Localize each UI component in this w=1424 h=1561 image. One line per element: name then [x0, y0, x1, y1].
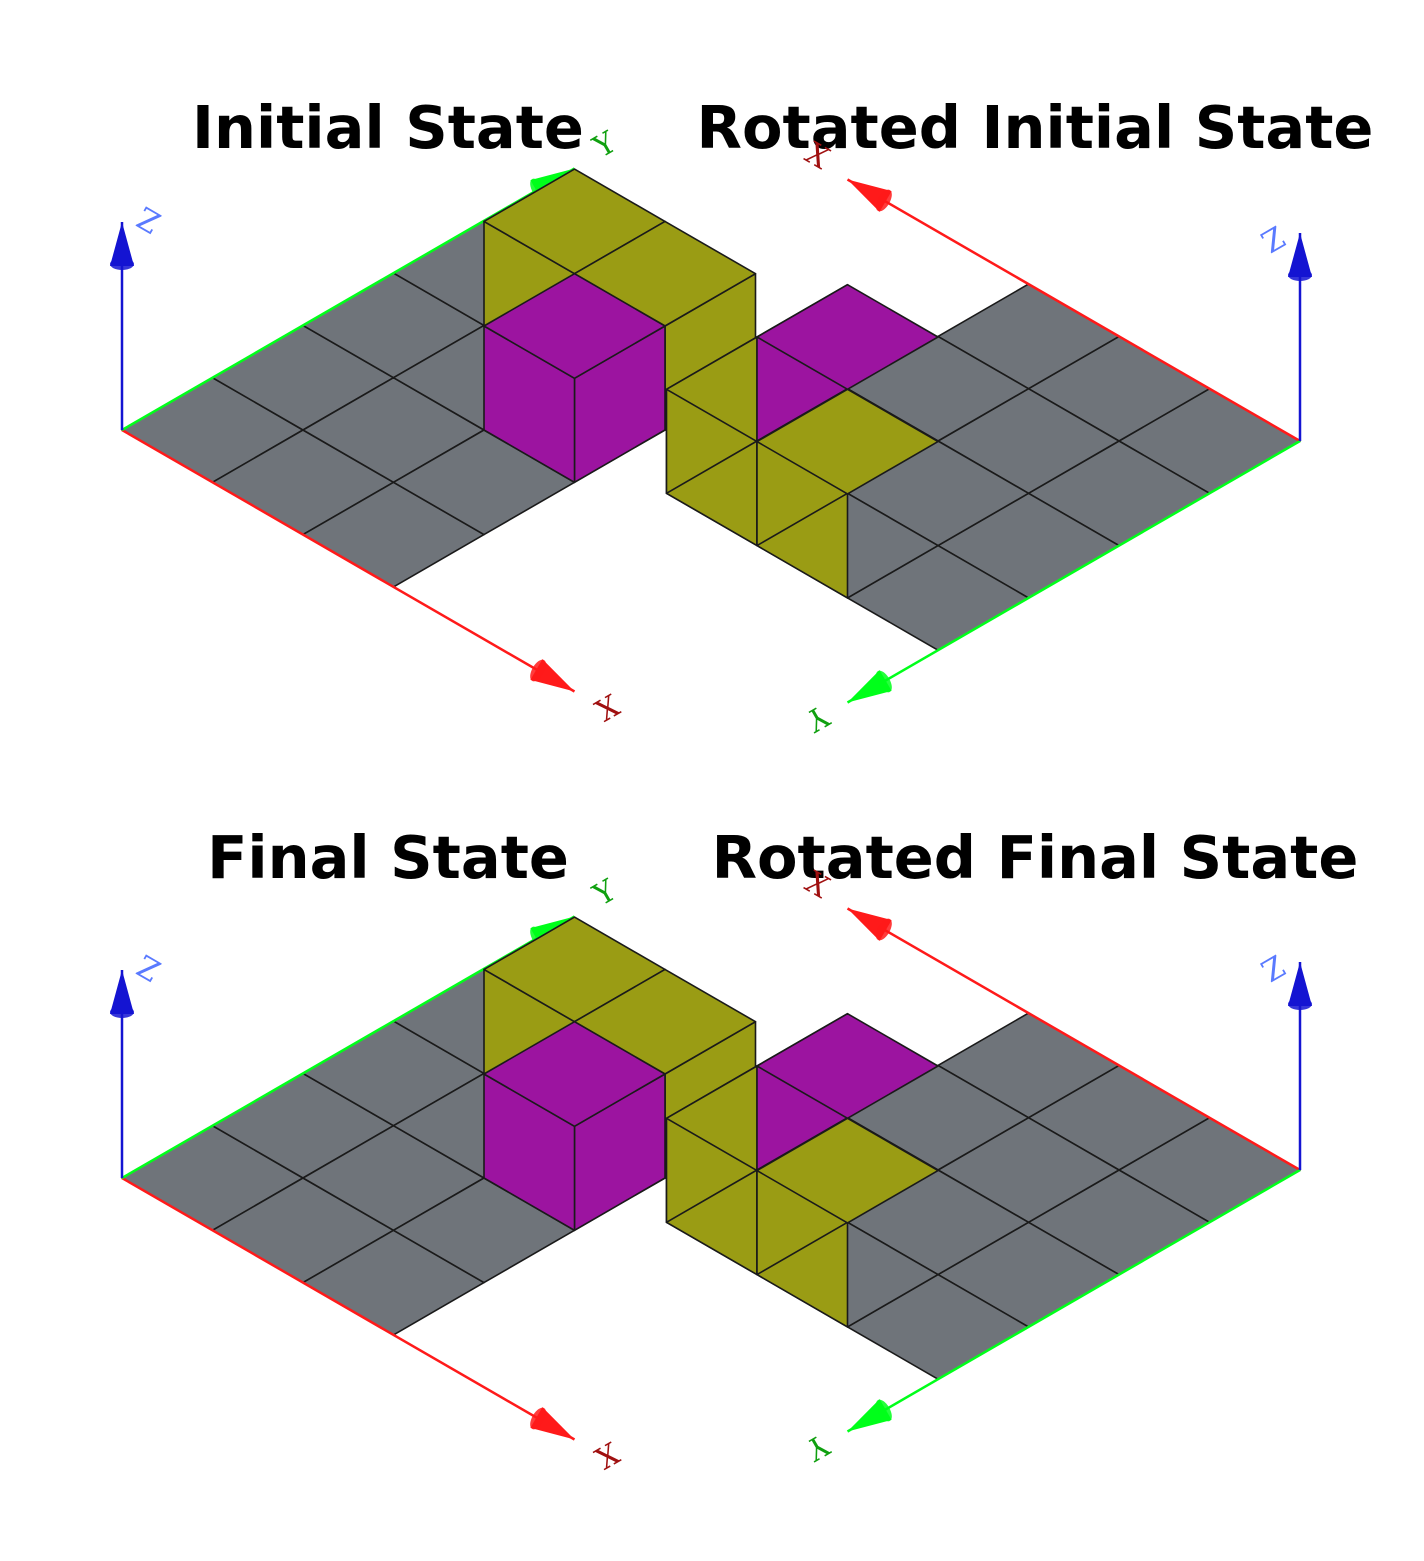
z-axis-arrow-icon [110, 222, 134, 266]
cube-purple [483, 272, 666, 484]
z-axis-arrow-icon [1288, 962, 1312, 1006]
panel-title-final-state: Final State [207, 823, 569, 892]
y-axis-label: Y [587, 124, 624, 165]
cubes [665, 283, 939, 599]
y-axis-label: Y [587, 872, 624, 913]
x-axis-line [846, 178, 1301, 443]
x-axis-arrow-icon-base [875, 189, 892, 212]
cube-olive [756, 1117, 939, 1328]
panel-rotated-final-state: X Y Z [665, 865, 1312, 1468]
cube-face [756, 283, 939, 391]
y-axis-arrow-icon-base [875, 670, 892, 693]
z-axis-arrow-icon [1288, 233, 1312, 277]
x-axis-label: X [588, 686, 625, 727]
cube-purple [483, 1020, 666, 1232]
x-axis-arrow-icon-base [530, 659, 547, 682]
z-axis-label: Z [1255, 947, 1291, 988]
y-axis-line [846, 1168, 1301, 1433]
z-axis-arrow-icon-base [110, 1006, 134, 1018]
panel-initial-state: X Y Z [110, 124, 757, 728]
x-axis-label: X [588, 1434, 625, 1475]
cube-face [756, 1012, 939, 1120]
z-axis-arrow-icon-base [110, 258, 134, 270]
x-axis-line [846, 907, 1301, 1172]
panel-title-rotated-final-state: Rotated Final State [711, 823, 1359, 892]
x-axis-label: X [799, 136, 836, 177]
x-axis-label: X [799, 865, 836, 906]
y-axis-label: Y [799, 1426, 836, 1467]
z-axis-arrow-icon-base [1288, 269, 1312, 281]
x-axis-arrow-icon-base [875, 918, 892, 941]
cubes [483, 168, 757, 484]
x-axis-line [121, 428, 576, 693]
cube-face [756, 1117, 939, 1224]
panel-rotated-initial-state: X Y Z [665, 136, 1312, 739]
panel-title-rotated-initial-state: Rotated Initial State [696, 93, 1374, 162]
cube-face [756, 388, 939, 495]
y-axis-arrow-icon-base [875, 1399, 892, 1422]
z-axis-label: Z [1255, 218, 1291, 259]
y-axis-label: Y [799, 697, 836, 738]
z-axis-label: Z [131, 947, 167, 988]
y-axis-line [846, 439, 1301, 704]
x-axis-line [121, 1176, 576, 1441]
cubes [483, 916, 757, 1232]
panel-final-state: X Y Z [110, 872, 757, 1476]
panel-title-initial-state: Initial State [192, 93, 584, 162]
cubes [665, 1012, 939, 1328]
cube-olive [756, 388, 939, 599]
z-axis-label: Z [131, 199, 167, 240]
z-axis-arrow-icon [110, 970, 134, 1014]
x-axis-arrow-icon-base [530, 1407, 547, 1430]
cube-face [483, 272, 666, 380]
z-axis-arrow-icon-base [1288, 998, 1312, 1010]
cube-face [483, 1020, 666, 1128]
